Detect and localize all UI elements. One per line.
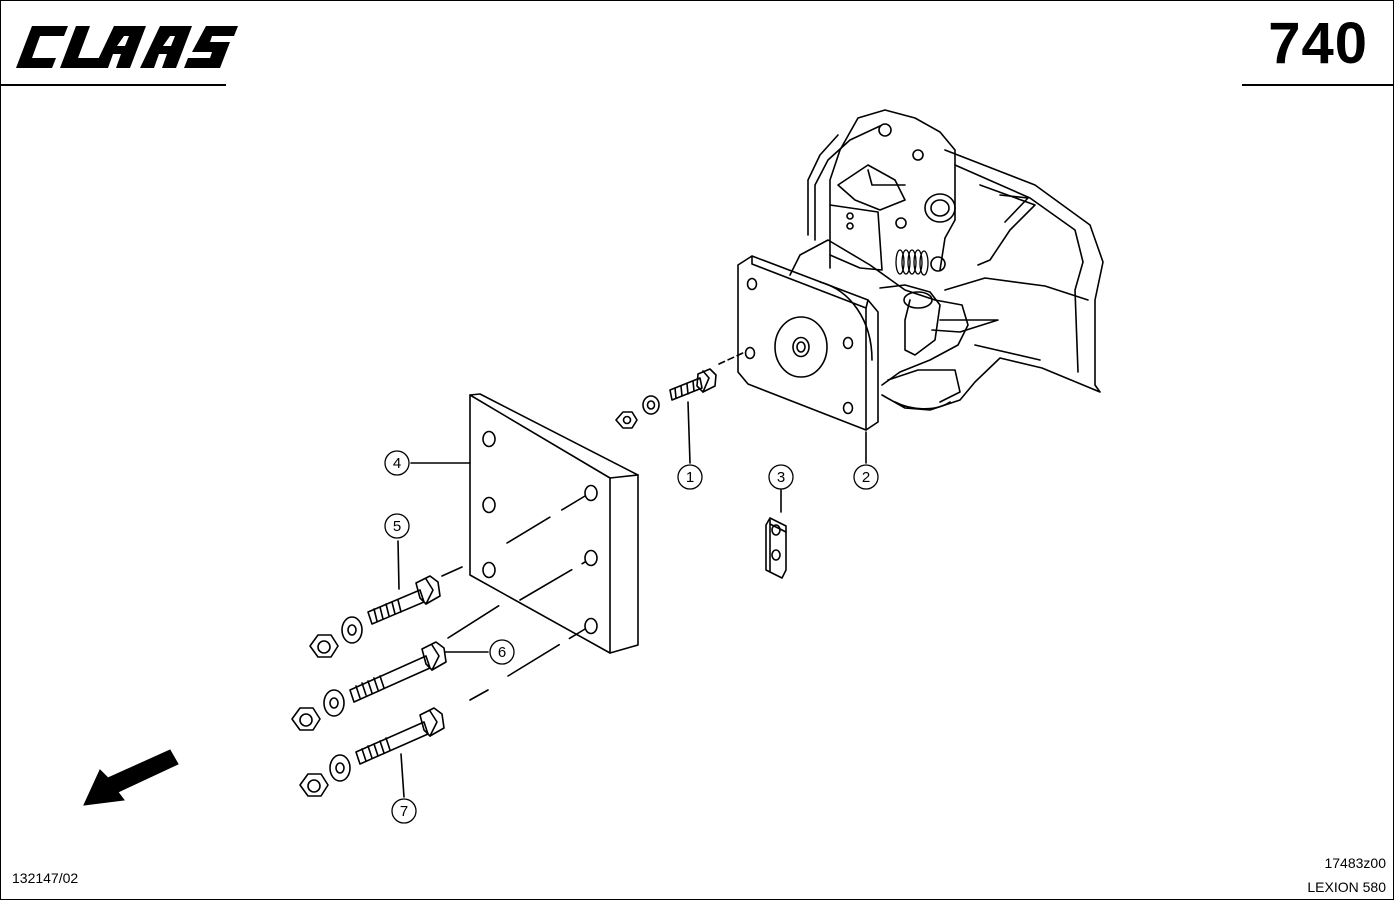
- page-number-underline: [1242, 84, 1393, 86]
- page-number: 740: [1268, 11, 1368, 76]
- callout-3-label: 3: [777, 469, 785, 486]
- document-reference: 132147/02: [12, 870, 79, 886]
- callout-5-circle: [384, 513, 410, 539]
- machine-model: LEXION 580: [1307, 879, 1386, 895]
- direction-arrow-icon: [83, 749, 179, 806]
- callout-2-circle: [853, 464, 879, 490]
- callout-6-label: 6: [498, 644, 506, 661]
- callout-7-circle: [391, 798, 417, 824]
- callout-4-label: 4: [393, 455, 401, 472]
- flange-bolt-1: [615, 351, 746, 464]
- callout-2-label: 2: [862, 469, 870, 486]
- logo-underline: [0, 84, 226, 86]
- callout-1-circle: [677, 464, 703, 490]
- callout-7-label: 7: [400, 803, 408, 820]
- trailer-coupling-assembly: [737, 109, 1104, 431]
- drawing-id: 17483z00: [1324, 855, 1386, 871]
- callout-4-circle: [384, 450, 410, 476]
- spacer-plate-4: [410, 393, 639, 701]
- bolt-assembly-5: [309, 540, 441, 658]
- bolt-assembly-7: [299, 707, 445, 798]
- footer-right-block: 17483z00 LEXION 580: [1307, 851, 1386, 899]
- callout-3-circle: [768, 464, 794, 490]
- bolt-assembly-6: [291, 641, 489, 731]
- callout-1-label: 1: [686, 469, 694, 486]
- claas-logo: [16, 26, 238, 68]
- callout-6-circle: [489, 639, 515, 665]
- clamping-plate-3: [765, 489, 787, 579]
- callout-5-label: 5: [393, 518, 401, 535]
